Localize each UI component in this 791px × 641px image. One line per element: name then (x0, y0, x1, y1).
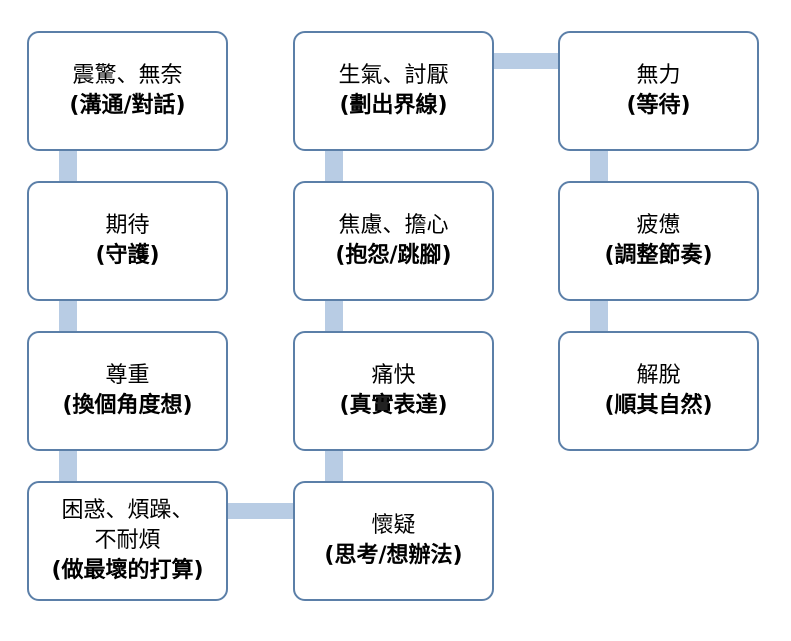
connector-shock-expect (59, 150, 77, 183)
node-pain: 痛快 (真實表達) (293, 331, 494, 451)
node-expect-title: 期待 (105, 213, 150, 238)
node-pain-title: 痛快 (371, 363, 416, 388)
node-tired-title: 疲憊 (636, 213, 681, 238)
node-confused-title-2: 不耐煩 (94, 528, 161, 553)
node-shock-title: 震驚、無奈 (72, 63, 183, 88)
node-respect: 尊重 (換個角度想) (27, 331, 228, 451)
node-relief-title: 解脫 (636, 363, 681, 388)
node-confused: 困惑、煩躁、 不耐煩 (做最壞的打算) (27, 481, 228, 601)
node-shock: 震驚、無奈 (溝通/對話) (27, 31, 228, 151)
node-anxious-title: 焦慮、擔心 (338, 213, 449, 238)
node-anxious-subtitle: (抱怨/跳腳) (335, 243, 452, 268)
node-powerless-subtitle: (等待) (626, 93, 691, 118)
node-tired: 疲憊 (調整節奏) (558, 181, 759, 301)
node-doubt-title: 懷疑 (371, 513, 416, 538)
node-powerless: 無力 (等待) (558, 31, 759, 151)
node-expect-subtitle: (守護) (95, 243, 160, 268)
node-doubt-subtitle: (思考/想辦法) (324, 543, 463, 568)
node-expect: 期待 (守護) (27, 181, 228, 301)
node-relief: 解脫 (順其自然) (558, 331, 759, 451)
connector-angry-powerless (493, 53, 560, 69)
connector-tired-relief (590, 300, 608, 333)
node-respect-subtitle: (換個角度想) (62, 393, 193, 418)
connector-powerless-tired (590, 150, 608, 183)
connector-anxious-angry (325, 150, 343, 183)
node-confused-subtitle: (做最壞的打算) (51, 558, 204, 583)
node-angry: 生氣、討厭 (劃出界線) (293, 31, 494, 151)
connector-expect-respect (59, 300, 77, 333)
node-pain-subtitle: (真實表達) (339, 393, 448, 418)
connector-confused-doubt (227, 503, 294, 519)
node-powerless-title: 無力 (636, 63, 681, 88)
node-shock-subtitle: (溝通/對話) (69, 93, 186, 118)
node-angry-title: 生氣、討厭 (338, 63, 449, 88)
node-confused-title-1: 困惑、煩躁、 (61, 498, 194, 523)
node-relief-subtitle: (順其自然) (604, 393, 713, 418)
node-angry-subtitle: (劃出界線) (339, 93, 448, 118)
connector-respect-confused (59, 450, 77, 483)
node-doubt: 懷疑 (思考/想辦法) (293, 481, 494, 601)
node-anxious: 焦慮、擔心 (抱怨/跳腳) (293, 181, 494, 301)
node-tired-subtitle: (調整節奏) (604, 243, 713, 268)
node-respect-title: 尊重 (105, 363, 150, 388)
connector-pain-anxious (325, 300, 343, 333)
connector-doubt-pain (325, 450, 343, 483)
